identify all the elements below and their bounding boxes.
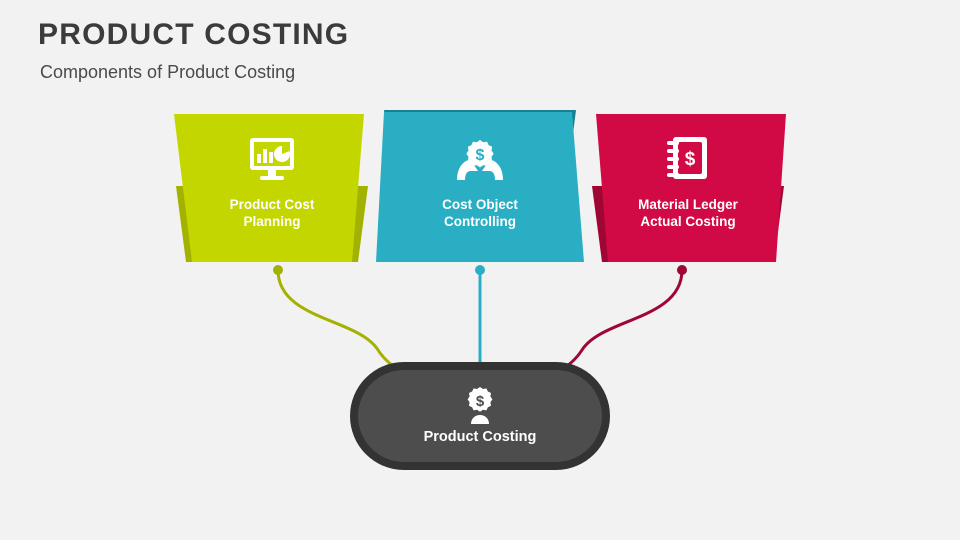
card-controlling[interactable]	[376, 112, 584, 262]
card-layer	[174, 112, 786, 262]
connector-dot-controlling	[475, 265, 485, 275]
connector-dot-actualcosting	[677, 265, 687, 275]
monitor-chart-icon	[242, 130, 302, 190]
hands-dollar-gear-icon: $	[450, 130, 510, 190]
card-planning[interactable]	[174, 114, 364, 262]
svg-text:$: $	[685, 149, 696, 170]
card-actualcosting[interactable]	[596, 114, 786, 262]
connector-dot-planning	[273, 265, 283, 275]
page-subtitle: Components of Product Costing	[40, 62, 296, 82]
page-title: PRODUCT COSTING	[38, 18, 350, 51]
svg-text:$: $	[476, 393, 485, 410]
svg-text:$: $	[476, 147, 485, 164]
ledger-book-dollar-icon: $	[658, 128, 718, 188]
gear-dollar-icon: $	[450, 377, 510, 437]
